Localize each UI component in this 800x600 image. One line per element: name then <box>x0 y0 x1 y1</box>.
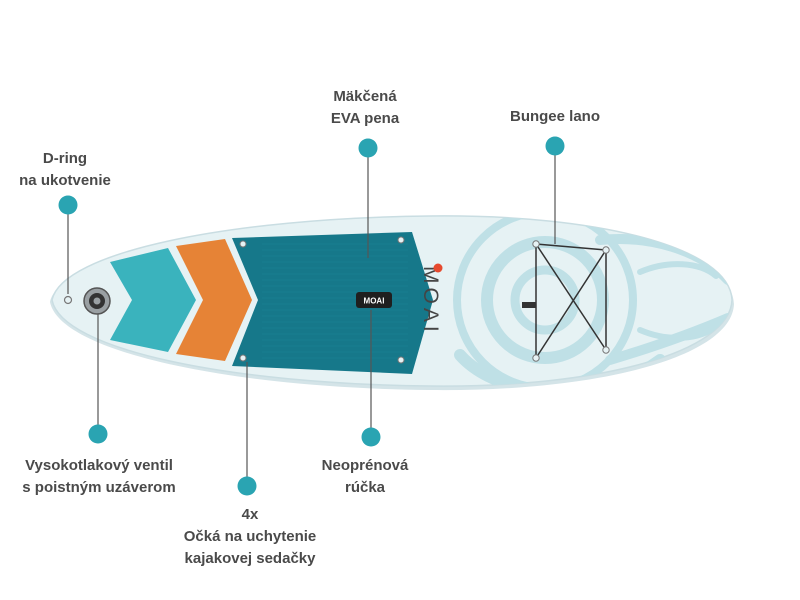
callout-marker-valve <box>88 424 108 444</box>
label-line: kajakovej sedačky <box>184 550 316 567</box>
tail-chevron-orange <box>176 239 252 361</box>
label-line: s poistným uzáverom <box>22 479 176 496</box>
bungee-anchor <box>602 346 610 354</box>
kayak-ring <box>239 240 247 248</box>
bungee-anchor <box>532 240 540 248</box>
tribal-pattern <box>453 215 732 387</box>
label-handle: Neoprénová rúčka <box>300 455 430 499</box>
valve <box>83 287 111 315</box>
kayak-ring <box>239 354 247 362</box>
label-line: Vysokotlakový ventil <box>25 457 173 474</box>
label-line: EVA pena <box>330 110 400 127</box>
action-camera-mount <box>522 302 536 308</box>
label-kayak-seat-rings: 4x Očká na uchytenie kajakovej sedačky <box>150 504 350 570</box>
label-bungee-cord: Bungee lano <box>480 106 630 128</box>
label-line: na ukotvenie <box>19 172 111 189</box>
brand-logo: MOAI <box>419 266 442 336</box>
kayak-ring <box>397 356 405 364</box>
label-soft-eva-foam: Mäkčená EVA pena <box>300 86 430 130</box>
bungee-anchor <box>532 354 540 362</box>
label-line: Očká na uchytenie <box>183 528 317 545</box>
label-valve: Vysokotlakový ventil s poistným uzáverom <box>0 455 198 499</box>
label-line: Mäkčená <box>333 88 397 105</box>
label-line: 4x <box>241 506 259 523</box>
callout-marker-handle <box>361 427 381 447</box>
d-ring <box>63 295 73 305</box>
label-d-ring: D-ring na ukotvenie <box>0 148 130 192</box>
label-line: Neoprénová <box>321 457 409 474</box>
eva-deck-pad <box>232 232 433 374</box>
label-line: rúčka <box>344 479 386 496</box>
bungee-anchor <box>602 246 610 254</box>
kayak-ring <box>397 236 405 244</box>
callout-marker-d-ring <box>58 195 78 215</box>
bungee-cord <box>535 243 607 359</box>
neoprene-handle: MOAI <box>356 292 392 308</box>
callout-marker-kayak <box>237 476 257 496</box>
callout-marker-eva <box>358 138 378 158</box>
tail-chevron-light <box>110 248 196 352</box>
callout-marker-bungee <box>545 136 565 156</box>
handle-logo: MOAI <box>364 297 385 306</box>
label-line: D-ring <box>42 150 88 167</box>
brand-logo-dot <box>433 263 443 273</box>
label-line: Bungee lano <box>509 108 600 125</box>
